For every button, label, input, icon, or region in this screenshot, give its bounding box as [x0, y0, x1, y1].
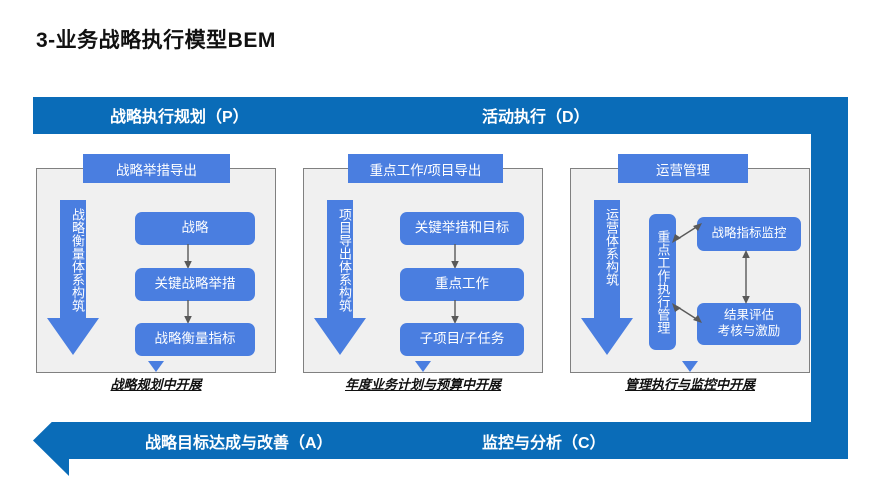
- down-arrow-icon-col3: [581, 200, 633, 355]
- right-band: [811, 97, 848, 459]
- triangle-down-icon-col2: [415, 361, 431, 372]
- panel-header-col2[interactable]: 重点工作/项目导出: [348, 154, 503, 183]
- box-col1-strategy[interactable]: 战略: [135, 212, 255, 245]
- box-col3-result-line2: 考核与激励: [717, 324, 781, 338]
- box-col1-key-initiative[interactable]: 关键战略举措: [135, 268, 255, 301]
- box-col3-result-line1: 结果评估: [723, 308, 774, 323]
- double-arrow-icon-col3-lower: [672, 302, 702, 324]
- box-col3-indicator-monitor[interactable]: 战略指标监控: [697, 217, 801, 251]
- box-col2-key-work[interactable]: 重点工作: [400, 268, 524, 301]
- box-col3-key-work-execution-mgmt[interactable]: 重点工作执行管理: [649, 214, 676, 350]
- double-arrow-icon-col3-upper: [672, 222, 702, 244]
- connector-arrow-col2-1: [450, 244, 460, 269]
- page-title: 3-业务战略执行模型BEM: [36, 29, 276, 52]
- arrow-label-col2: 项目导出体系构筑: [337, 208, 352, 312]
- panel-header-col3[interactable]: 运营管理: [618, 154, 748, 183]
- panel-header-col1[interactable]: 战略举措导出: [83, 154, 230, 183]
- box-col2-subproject-subtask[interactable]: 子项目/子任务: [400, 323, 524, 356]
- box-col3-result-evaluation[interactable]: 结果评估 考核与激励: [697, 303, 801, 345]
- caption-col3: 管理执行与监控中开展: [624, 377, 755, 392]
- arrow-label-col1: 战略衡量体系构筑: [70, 208, 85, 312]
- top-band: [33, 97, 848, 134]
- caption-col1: 战略规划中开展: [110, 377, 202, 392]
- band-label-check: 监控与分析（C）: [482, 435, 606, 452]
- band-label-planning: 战略执行规划（P）: [110, 109, 249, 126]
- connector-arrow-col1-2: [183, 300, 193, 324]
- box-col2-key-initiative-goal[interactable]: 关键举措和目标: [400, 212, 524, 245]
- box-col1-measure-indicator[interactable]: 战略衡量指标: [135, 323, 255, 356]
- down-arrow-icon-col1: [47, 200, 99, 355]
- connector-arrow-col2-2: [450, 300, 460, 324]
- band-label-act: 战略目标达成与改善（A）: [145, 435, 333, 452]
- triangle-down-icon-col3: [682, 361, 698, 372]
- triangle-down-icon-col1: [148, 361, 164, 372]
- caption-col2: 年度业务计划与预算中开展: [344, 377, 501, 392]
- band-label-do: 活动执行（D）: [482, 109, 590, 126]
- arrow-label-col3: 运营体系构筑: [604, 208, 619, 286]
- bottom-arrow-head-icon: [33, 405, 69, 476]
- double-arrow-icon-col3-vertical: [740, 250, 752, 304]
- connector-arrow-col1-1: [183, 244, 193, 269]
- down-arrow-icon-col2: [314, 200, 366, 355]
- bottom-band: [68, 422, 848, 459]
